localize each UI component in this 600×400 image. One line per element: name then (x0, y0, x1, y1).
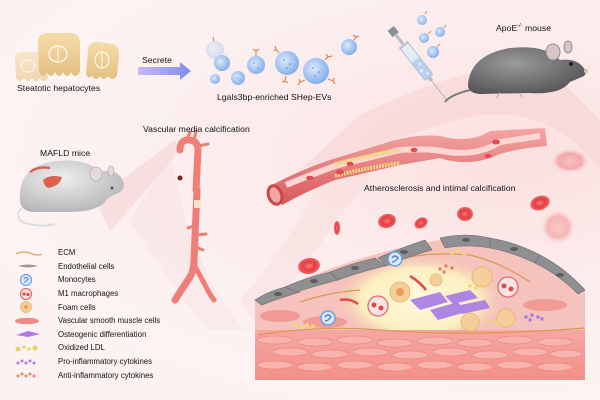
steatotic-hepatocytes-label: Steatotic hepatocytes (17, 83, 101, 93)
legend-item-foam-cells: Foam cells (14, 300, 160, 314)
osteogenic-differentiation-icon (16, 331, 40, 338)
mafld-mice-label: MAFLD mice (40, 148, 91, 158)
legend-label: ECM (58, 248, 76, 258)
endothelial-cell-icon (18, 264, 38, 268)
oxidized-ldl-icon (15, 345, 38, 352)
legend-label: Pro-inflammatory cytokines (58, 357, 153, 367)
monocyte-icon (19, 273, 33, 286)
anti-inflammatory-cytokine-particles (438, 264, 454, 274)
pro-inflammatory-cytokines-icon (16, 359, 36, 365)
vascular-media-calcification-label: Vascular media calcification (143, 124, 250, 134)
legend-label: Osteogenic differentiation (58, 329, 147, 339)
monocyte-cells (320, 251, 403, 326)
aorta-illustration (171, 129, 217, 304)
atherosclerotic-artery-illustration (266, 128, 547, 206)
ecm-fiber (404, 253, 531, 283)
legend-item-endothelial: Endothelial cells (14, 260, 160, 274)
oxidized-ldl-particles (293, 249, 498, 329)
legend-label: Oxidized LDL (58, 343, 105, 353)
apoe-mouse-illustration (444, 40, 588, 103)
legend-item-anti-inflammatory: Anti-inflammatory cytokines (14, 368, 160, 382)
ecm-fiber (257, 327, 586, 336)
steatotic-hepatocytes-illustration (14, 33, 120, 81)
evs-label: Lgals3bp-enriched SHep-EVs (217, 92, 332, 102)
anti-inflammatory-cytokines-icon (16, 372, 36, 378)
legend-label: Endothelial cells (58, 261, 115, 271)
smooth-muscle-cell-icon (15, 317, 39, 324)
extracellular-vesicles-illustration (206, 34, 360, 86)
media-smooth-muscle-layer (255, 330, 585, 380)
pro-inflammatory-cytokine-particles (524, 313, 544, 322)
ecm-fiber (299, 289, 361, 303)
zoom-cone-artery (240, 140, 400, 330)
legend-item-m1-macrophages: M1 macrophages (14, 287, 160, 301)
secrete-label: Secrete (142, 55, 172, 65)
syringe-illustration (387, 10, 447, 100)
zoom-cone-mafld (95, 140, 180, 232)
aorta-lumen (177, 175, 183, 181)
mafld-mouse-illustration (17, 160, 124, 227)
legend-label: Foam cells (58, 302, 96, 312)
legend-item-monocytes: Monocytes (14, 273, 160, 287)
legend: ECM Endothelial cells Monocytes M1 macro… (14, 246, 160, 382)
ecm-fiber-icon (15, 251, 42, 256)
legend-label: Anti-inflammatory cytokines (58, 370, 154, 380)
aorta-calcified-segment (194, 200, 201, 208)
m1-macrophage-cells (367, 276, 519, 317)
legend-label: M1 macrophages (58, 289, 119, 299)
m1-macrophage-icon (19, 287, 33, 300)
plaque-cross-section (254, 234, 586, 380)
legend-label: Vascular smooth muscle cells (58, 316, 161, 326)
legend-item-oxidized-ldl: Oxidized LDL (14, 341, 160, 355)
apoe-knockout-superscript: -/- (517, 23, 523, 30)
osteogenic-crystals (410, 290, 490, 320)
legend-item-pro-inflammatory: Pro-inflammatory cytokines (14, 355, 160, 369)
atherosclerosis-label: Atherosclerosis and intimal calcificatio… (364, 183, 516, 193)
zoom-cone-media-to-legend (130, 150, 245, 330)
apoe-suffix: mouse (522, 23, 552, 33)
legend-item-vsmc: Vascular smooth muscle cells (14, 314, 160, 328)
legend-label: Monocytes (58, 275, 96, 285)
legend-item-ecm: ECM (14, 246, 160, 260)
foam-cell-icon (20, 301, 32, 314)
apoe-gene: ApoE (496, 23, 518, 33)
apoe-mouse-label: ApoE-/- mouse (496, 23, 551, 33)
legend-item-osteogenic: Osteogenic differentiation (14, 328, 160, 342)
secrete-arrow (138, 62, 191, 80)
